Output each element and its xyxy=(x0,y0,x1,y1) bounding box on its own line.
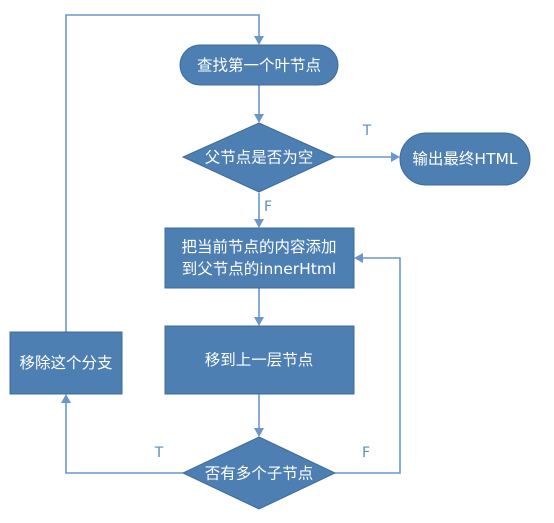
node-remove-branch-label: 移除这个分支 xyxy=(19,354,112,372)
node-append-line1: 把当前节点的内容添加 xyxy=(181,238,336,256)
node-parent-empty-label: 父节点是否为空 xyxy=(205,149,314,167)
node-multi-children: 否有多个子节点 xyxy=(181,436,337,510)
connectors xyxy=(61,14,401,474)
terminal-shape xyxy=(399,132,531,186)
node-output-html-label: 输出最终HTML xyxy=(412,150,517,168)
node-remove-branch: 移除这个分支 xyxy=(9,331,123,395)
edge-label-true: T xyxy=(154,445,164,461)
process-shape xyxy=(9,331,123,395)
arrowhead xyxy=(254,317,264,326)
node-parent-empty: 父节点是否为空 xyxy=(181,122,337,193)
connector-remove-to-find xyxy=(65,14,260,332)
process-shape xyxy=(164,227,355,289)
node-find-leaf-label: 查找第一个叶节点 xyxy=(197,57,321,75)
process-shape xyxy=(164,325,355,395)
arrowhead xyxy=(391,152,400,162)
node-append-to-parent: 把当前节点的内容添加 到父节点的innerHtml xyxy=(164,227,355,289)
arrowhead xyxy=(254,36,264,45)
node-move-up-label: 移到上一层节点 xyxy=(205,351,314,369)
terminal-shape xyxy=(179,44,339,86)
edge-label-false: F xyxy=(264,199,272,215)
node-find-leaf: 查找第一个叶节点 xyxy=(179,44,339,86)
edge-label-false: F xyxy=(362,445,370,461)
node-move-up: 移到上一层节点 xyxy=(164,325,355,395)
connector-multi-check-to-remove xyxy=(65,403,183,474)
decision-shape xyxy=(181,122,337,193)
connector-multi-check-to-append xyxy=(335,257,401,474)
arrowhead xyxy=(254,219,264,228)
node-append-line2: 到父节点的innerHtml xyxy=(182,260,337,278)
arrowhead xyxy=(254,428,264,437)
node-multi-children-label: 否有多个子节点 xyxy=(205,465,314,483)
node-output-html: 输出最终HTML xyxy=(399,132,531,186)
arrowhead xyxy=(61,394,71,403)
arrowhead xyxy=(254,114,264,123)
decision-shape xyxy=(181,436,337,510)
edge-label-true: T xyxy=(362,123,372,139)
arrowhead xyxy=(354,253,363,263)
